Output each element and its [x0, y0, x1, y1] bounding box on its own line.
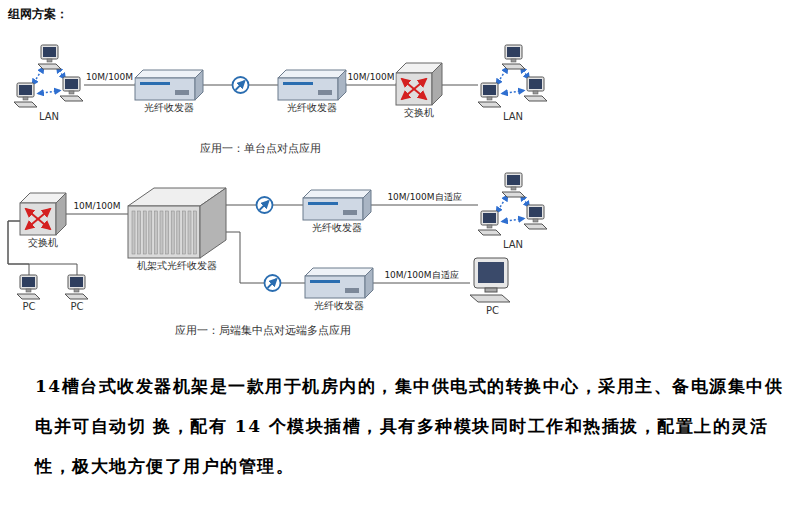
lan-link: [496, 67, 507, 85]
fiber-symbol: [265, 275, 281, 291]
lan-link: [502, 219, 524, 222]
connector: [66, 214, 128, 215]
title: 组网方案：: [8, 6, 68, 23]
edge-label: 10M/100M: [346, 72, 395, 83]
description-paragraph: 14槽台式收发器机架是一款用于机房内的，集中供电式的转换中心，采用主、备电源集中…: [35, 366, 787, 486]
trx-node: 光纤收发器: [303, 190, 371, 220]
mon-icon: [470, 258, 515, 303]
lan-node: LAN: [478, 45, 548, 109]
pc-icon: [502, 173, 525, 197]
fiber-symbol: [233, 77, 249, 93]
lan-node: LAN: [478, 173, 548, 237]
node-label: 交换机: [28, 237, 58, 249]
caption: 应用一：单台点对点应用: [200, 142, 321, 155]
connector: [346, 85, 396, 86]
node-label: 光纤收发器: [312, 222, 362, 234]
node-label: PC: [70, 301, 83, 313]
sw-icon: [396, 63, 442, 105]
sw-icon: [20, 193, 66, 235]
edge-label: 10M/100M自适应: [386, 192, 462, 203]
lan-link: [32, 67, 43, 85]
pc-icon: [65, 275, 88, 299]
node-label: LAN: [503, 111, 523, 123]
connector: [442, 85, 478, 86]
node-label: PC: [22, 301, 35, 313]
node-label: 光纤收发器: [314, 300, 364, 312]
pc-icon: [14, 83, 37, 107]
edge-label: 10M/100M自适应: [383, 270, 459, 281]
connector: [371, 205, 478, 206]
trx-node: 光纤收发器: [278, 70, 346, 100]
node-label: LAN: [503, 239, 523, 251]
fiber-symbol: [257, 197, 273, 213]
lan-link: [502, 91, 524, 94]
node-label: 交换机: [404, 107, 434, 119]
rack-node: 机架式光纤收发器: [128, 188, 226, 258]
connector: [373, 283, 470, 284]
connector: [226, 232, 305, 283]
connector: [84, 85, 135, 86]
pc-icon: [17, 275, 40, 299]
node-label: 机架式光纤收发器: [137, 260, 217, 272]
pc-icon: [478, 83, 501, 107]
sw-node: 交换机: [20, 193, 66, 235]
caption: 应用一：局端集中点对远端多点应用: [175, 324, 351, 337]
pc-icon: [478, 211, 501, 235]
lan-icon: [14, 45, 84, 109]
lan-link: [496, 195, 507, 213]
trx-icon: [278, 70, 346, 100]
node-label: 光纤收发器: [287, 102, 337, 114]
trx-icon: [305, 268, 373, 298]
trx-node: 光纤收发器: [135, 70, 203, 100]
lan-link: [38, 91, 60, 94]
edge-label: 10M/100M: [85, 72, 134, 83]
pc-node: PC: [64, 275, 90, 299]
trx-icon: [303, 190, 371, 220]
trx-icon: [135, 70, 203, 100]
pc-icon: [16, 275, 42, 299]
node-label: PC: [486, 305, 499, 317]
pc-icon: [502, 45, 525, 69]
node-label: LAN: [39, 111, 59, 123]
pc-icon: [64, 275, 90, 299]
pc-icon: [524, 77, 547, 101]
pc-node: PC: [16, 275, 42, 299]
pc-icon: [524, 205, 547, 229]
trx-node: 光纤收发器: [305, 268, 373, 298]
lan-icon: [478, 45, 548, 109]
node-label: 光纤收发器: [144, 102, 194, 114]
rack-icon: [128, 188, 226, 258]
pc-icon: [38, 45, 61, 69]
lan-node: LAN: [14, 45, 84, 109]
edge-label: 10M/100M: [72, 201, 121, 212]
mon-node: PC: [470, 258, 515, 303]
lan-icon: [478, 173, 548, 237]
sw-node: 交换机: [396, 63, 442, 105]
pc-icon: [60, 77, 83, 101]
